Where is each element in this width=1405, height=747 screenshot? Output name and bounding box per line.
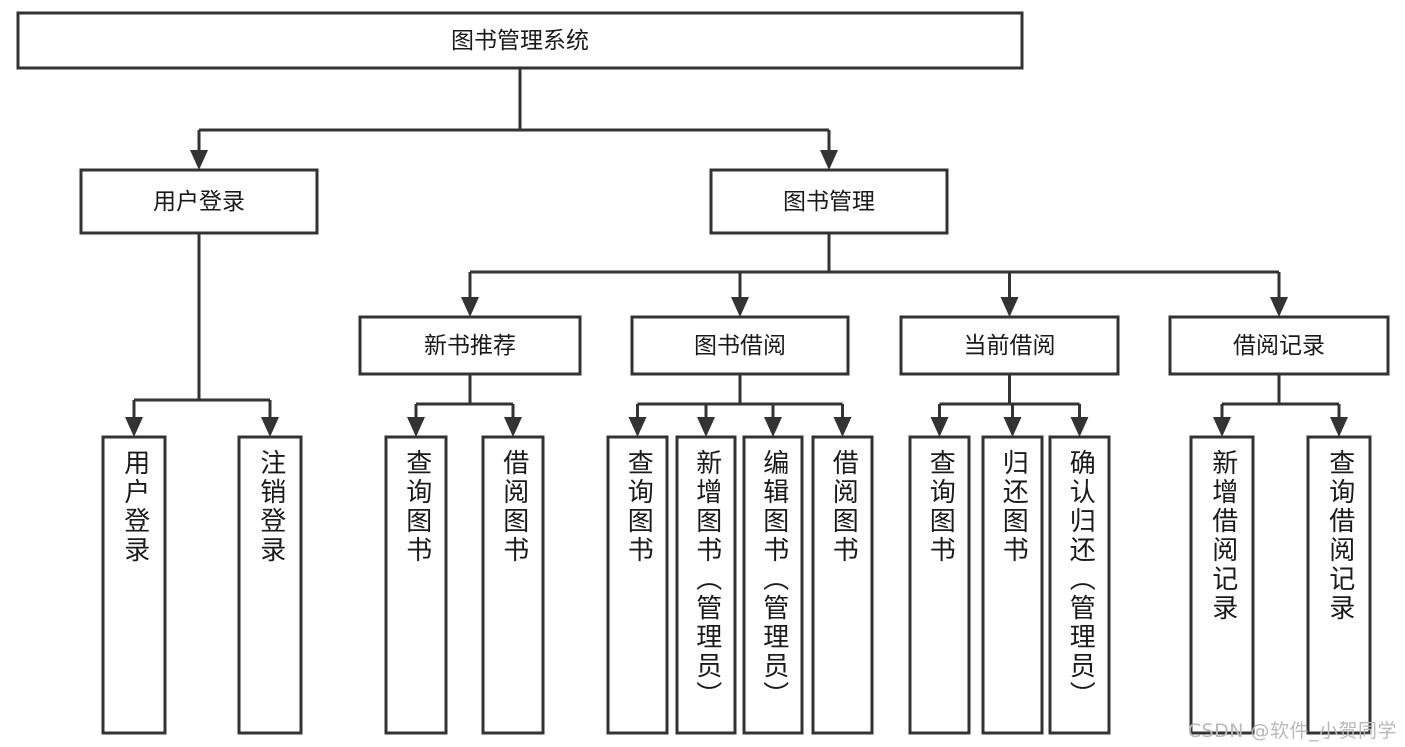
node-box-root <box>16 11 1024 70</box>
node-box-leaf-1 <box>237 435 303 735</box>
arrow-head-icon <box>930 417 949 437</box>
connector-layer <box>125 68 1348 437</box>
node-box-leaf-8 <box>908 435 971 735</box>
arrow-head-icon <box>628 417 647 437</box>
arrow-head-icon <box>1070 417 1089 437</box>
node-box-level2-0 <box>79 168 319 235</box>
node-box-leaf-10 <box>1048 435 1111 735</box>
node-box-leaf-3 <box>481 435 545 735</box>
arrow-head-icon <box>697 417 715 437</box>
node-label-level3-3: 借阅记录 <box>1233 333 1325 359</box>
node-box-leaf-0 <box>101 435 167 735</box>
arrow-head-icon <box>261 417 279 437</box>
node-box-leaf-2 <box>384 435 448 735</box>
node-box-leaf-9 <box>981 435 1044 735</box>
arrow-head-icon <box>820 150 838 170</box>
node-box-level3-3 <box>1168 315 1390 376</box>
arrow-head-icon <box>1330 417 1348 437</box>
node-box-leaf-4 <box>606 435 669 735</box>
node-box-level3-1 <box>630 315 850 376</box>
node-label-level3-0: 新书推荐 <box>424 333 516 359</box>
node-box-leaf-12 <box>1306 435 1372 735</box>
node-box-leaf-6 <box>742 435 804 735</box>
node-box-level3-0 <box>358 315 582 376</box>
arrow-head-icon <box>407 417 425 437</box>
node-label-level3-1: 图书借阅 <box>694 333 786 359</box>
node-box-level2-1 <box>709 168 949 235</box>
arrow-head-icon <box>1000 297 1019 317</box>
node-label-level2-0: 用户登录 <box>153 189 245 215</box>
node-label-level2-1: 图书管理 <box>783 189 875 215</box>
arrow-head-icon <box>731 297 749 317</box>
arrow-head-icon <box>190 150 208 170</box>
node-box-leaf-11 <box>1189 435 1255 735</box>
csdn-watermark: CSDN @软件_小贺同学 <box>1187 720 1397 742</box>
node-box-leaf-5 <box>675 435 737 735</box>
arrow-head-icon <box>764 417 782 437</box>
arrow-head-icon <box>1213 417 1231 437</box>
arrow-head-icon <box>504 417 522 437</box>
arrow-head-icon <box>1003 417 1022 437</box>
node-label-level3-2: 当前借阅 <box>964 333 1056 359</box>
node-box-layer <box>16 11 1390 735</box>
arrow-head-icon <box>125 417 143 437</box>
arrow-head-icon <box>833 417 852 437</box>
arrow-head-icon <box>461 297 479 317</box>
node-box-level3-2 <box>899 315 1120 376</box>
arrow-head-icon <box>1270 297 1288 317</box>
node-label-root: 图书管理系统 <box>451 28 589 54</box>
node-box-leaf-7 <box>811 435 874 735</box>
